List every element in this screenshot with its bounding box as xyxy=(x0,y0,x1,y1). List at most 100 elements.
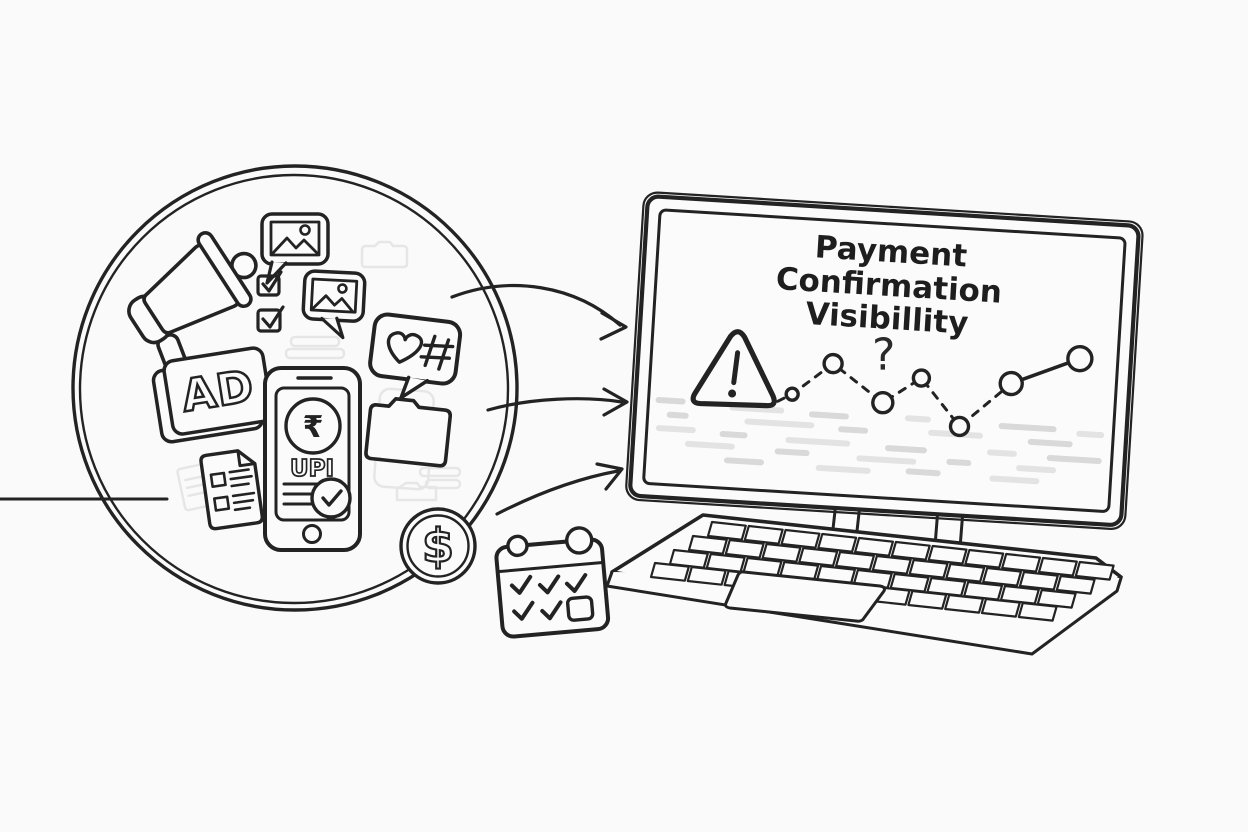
keyboard-key xyxy=(1074,560,1115,581)
dollar-symbol: $ xyxy=(422,519,454,573)
checkbox-icon xyxy=(256,270,283,297)
calendar-check xyxy=(537,574,561,595)
ghost-bar xyxy=(424,478,462,490)
keyboard-key xyxy=(706,520,747,541)
blur-text-line xyxy=(904,415,931,423)
document-lines xyxy=(231,491,256,512)
payment-check-circle xyxy=(310,477,352,519)
photo-sun xyxy=(337,283,348,294)
keyboard-key xyxy=(724,538,765,559)
flow-arrows xyxy=(450,283,629,516)
blur-text-line xyxy=(1076,430,1105,439)
ad-card-icon: AD xyxy=(151,346,274,444)
photo-mountains xyxy=(311,294,354,313)
laptop-base xyxy=(605,513,1123,656)
check-mark xyxy=(261,305,285,329)
trackpad xyxy=(724,570,886,623)
blur-text-line xyxy=(719,430,748,439)
blur-text-line xyxy=(744,418,815,429)
smartphone-upi-icon: ₹ UPI xyxy=(263,366,362,552)
keyboard-key xyxy=(743,524,784,545)
keyboard-key xyxy=(780,528,821,549)
blur-text-line xyxy=(946,458,972,467)
coin-inner xyxy=(406,514,470,578)
monitor-screen xyxy=(642,208,1127,513)
megaphone-rim xyxy=(196,231,253,309)
trend-node xyxy=(822,352,844,375)
monitor-bezel-outer xyxy=(625,191,1144,530)
question-mark: ? xyxy=(872,330,896,381)
blur-text-line xyxy=(1016,465,1057,474)
flow-arrow-bottom xyxy=(495,469,620,516)
keyboard-key xyxy=(907,589,948,610)
blur-text-line xyxy=(666,411,689,419)
calendar-ring xyxy=(506,534,529,558)
keyboard-key xyxy=(1037,556,1078,577)
trend-node xyxy=(998,370,1024,397)
folder-icon xyxy=(364,397,453,468)
trend-node xyxy=(871,391,895,415)
keyboard-key xyxy=(964,548,1005,569)
arrowhead-icon xyxy=(595,462,624,491)
keyboard-key xyxy=(871,554,912,575)
document-lines xyxy=(228,468,253,488)
trend-node xyxy=(1066,344,1094,373)
rupee-symbol: ₹ xyxy=(303,410,324,445)
photo-mountains xyxy=(271,236,319,255)
calendar-icon xyxy=(494,526,611,639)
blur-text-line xyxy=(989,475,1040,485)
calendar-header-line xyxy=(498,561,603,574)
trend-chart xyxy=(776,344,1094,438)
keyboard-key xyxy=(1001,552,1042,573)
dollar-coin-icon: $ xyxy=(399,507,477,585)
keyboard-key xyxy=(908,558,949,579)
payment-check-mark xyxy=(321,489,343,507)
blur-text-line xyxy=(655,397,686,405)
keyboard-key xyxy=(687,534,728,555)
phone-screen xyxy=(274,386,351,522)
document-fold xyxy=(236,449,257,468)
coin-outer xyxy=(399,507,477,585)
trend-node xyxy=(948,415,971,438)
blur-text-line xyxy=(998,423,1057,433)
calendar-empty-box xyxy=(565,595,595,622)
rupee-circle-icon xyxy=(284,397,342,455)
keyboard-key xyxy=(890,540,931,561)
calendar-check xyxy=(512,600,535,621)
trend-node xyxy=(911,368,932,388)
blur-text-line xyxy=(905,468,941,477)
document-icon xyxy=(199,449,264,531)
ghost-folder-icon xyxy=(360,240,409,269)
blur-text-line xyxy=(1046,455,1102,465)
calendar-check xyxy=(540,600,563,621)
check-mark xyxy=(261,270,283,293)
keyboard-key xyxy=(1055,574,1096,595)
calendar-check xyxy=(564,573,588,594)
ad-label: AD xyxy=(178,361,258,423)
ghost-bar xyxy=(418,466,462,478)
flow-arrow-top xyxy=(450,283,622,327)
blur-text-line xyxy=(986,449,1017,457)
keyboard-key xyxy=(1018,570,1059,591)
arrowhead-icon xyxy=(602,387,629,417)
keyboard-key xyxy=(1036,588,1077,609)
blur-text-line xyxy=(885,445,927,454)
flow-arrow-middle xyxy=(486,397,624,412)
keyboard-key xyxy=(982,566,1023,587)
bubble-tail xyxy=(320,316,345,340)
checkbox-icon xyxy=(256,305,285,333)
keyboard-key xyxy=(817,532,858,553)
exclamation-bar xyxy=(731,350,741,386)
photo-frame xyxy=(309,277,359,314)
bubble-tail xyxy=(265,260,288,285)
blur-text-line xyxy=(838,426,869,434)
blur-text-line xyxy=(724,457,764,466)
document-bullet xyxy=(209,471,227,488)
keyboard-key xyxy=(686,565,727,586)
keyboard-key xyxy=(854,536,894,557)
arrowhead-icon xyxy=(599,311,628,341)
keyboard-key xyxy=(649,561,690,582)
blur-text-line xyxy=(856,455,917,465)
blur-text-line xyxy=(774,448,810,457)
